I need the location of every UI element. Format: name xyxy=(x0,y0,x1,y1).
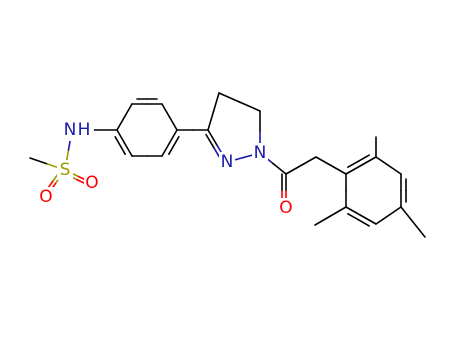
atom-label-layer: N H S O O N N O xyxy=(38,119,294,218)
sulfur-group: S xyxy=(57,160,73,180)
bond-methyl-para-a xyxy=(400,206,414,223)
bond-pyr-c3-c4-b xyxy=(212,92,220,113)
bond-methyl-ortho-a xyxy=(329,206,347,217)
bond-pyr-c3-c4-a xyxy=(207,110,215,131)
bond-ring2-5-inner-b xyxy=(347,213,360,221)
bond-ring2-5-a xyxy=(360,214,377,225)
bond-ring2-1-inner-b xyxy=(357,154,370,162)
bond-ring1-3-a xyxy=(161,103,171,118)
nh-group: N H xyxy=(60,119,94,141)
bond-ring1-6-b xyxy=(116,129,126,144)
bond-ring2-1-inner-a xyxy=(347,160,360,168)
bond-ring2-2-a xyxy=(375,156,390,167)
bond-carbonyl-ch2-b xyxy=(300,156,317,167)
bond-ring1-4-inner-a xyxy=(173,136,180,147)
bond-ring1-4-inner-b xyxy=(168,144,175,155)
atom-label-h-amide: H xyxy=(78,120,91,140)
s-label-bg xyxy=(57,160,73,180)
sulfonyl-oxygen-2: O xyxy=(38,187,54,207)
atom-label-n-amide: N xyxy=(64,120,77,140)
bond-ch2-mesityl-a xyxy=(315,156,332,167)
ring-nitrogen-2: N xyxy=(219,152,235,172)
bond-ring2-4-a xyxy=(387,206,402,217)
bond-ring1-6-inner-b xyxy=(114,136,121,147)
bond-ring1-1-a xyxy=(116,116,126,131)
bond-ch2-mesityl-b xyxy=(330,164,347,175)
carbonyl-oxygen: O xyxy=(278,198,294,218)
bond-n1-carbonyl-b xyxy=(272,162,287,175)
bond-carbonyl-ch2-a xyxy=(285,164,302,175)
o1-label-bg xyxy=(84,173,100,193)
bond-pyr-c4-c5-a xyxy=(218,92,241,103)
atom-label-o-carbonyl: O xyxy=(279,198,292,218)
nh-label-bg xyxy=(60,119,94,141)
bond-ring2-2-b xyxy=(387,164,402,175)
bond-pyr-c4-c5-b xyxy=(238,101,261,112)
bond-ring1-6-a xyxy=(123,142,133,157)
sulfonyl-oxygen-1: O xyxy=(84,173,100,193)
bond-ring2-1-a xyxy=(345,164,362,175)
ring-nitrogen-1: N xyxy=(252,143,268,163)
atom-label-o-sulfonyl-1: O xyxy=(85,173,98,193)
bond-ring2-5-inner-a xyxy=(357,219,370,227)
bond-ring1-1-b xyxy=(123,103,133,118)
bond-pyr-c3-n2-inner-a xyxy=(205,133,215,149)
bond-methyl-s-a xyxy=(29,157,49,165)
bond-ring1-3-b xyxy=(168,116,178,131)
o2-label-bg xyxy=(38,187,54,207)
bond-pyr-c3-n2-a xyxy=(207,129,219,147)
o3-label-bg xyxy=(278,198,294,218)
atom-label-o-sulfonyl-2: O xyxy=(39,187,52,207)
atom-label-n-pyrazoline-1: N xyxy=(254,143,267,163)
bond-ring1-6-inner-a xyxy=(119,144,126,155)
bond-ring2-4-b xyxy=(375,214,390,225)
bond-ring2-5-b xyxy=(345,206,362,217)
atom-label-s-sulfonyl: S xyxy=(60,160,71,180)
bond-methyl-ortho-b xyxy=(314,215,332,226)
bond-ring2-1-b xyxy=(360,156,377,167)
n2-label-bg xyxy=(219,152,235,172)
atom-label-n-pyrazoline-2: N xyxy=(221,152,234,172)
bond-ring1-4-b xyxy=(161,142,171,157)
bond-methyl-para-b xyxy=(412,221,426,238)
n1-label-bg xyxy=(252,143,268,163)
bond-ring1-4-a xyxy=(168,129,178,144)
